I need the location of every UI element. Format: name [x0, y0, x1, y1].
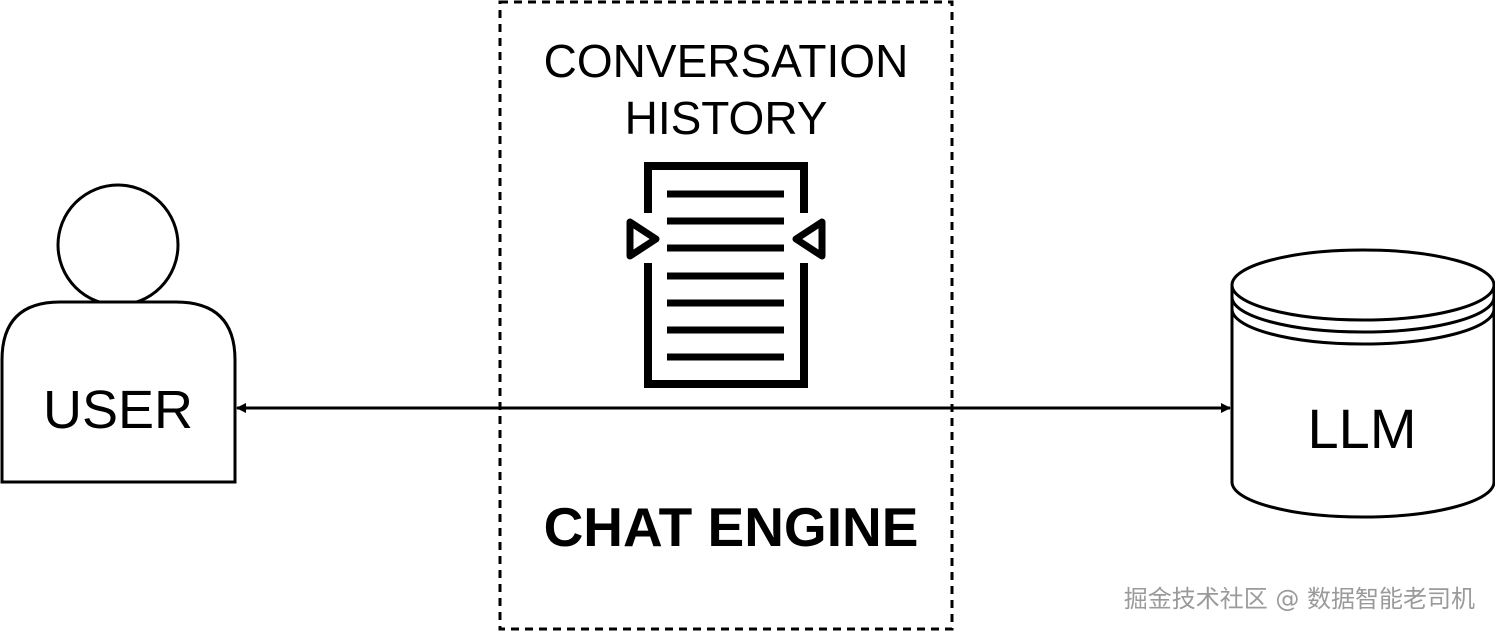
user-label: USER — [43, 380, 193, 440]
llm-cylinder-ring-1 — [1230, 296, 1495, 334]
document-right-marker — [792, 218, 826, 260]
llm-label: LLM — [1308, 397, 1417, 460]
llm-cylinder-ring-2 — [1230, 308, 1495, 346]
database-cylinder-icon — [1230, 248, 1495, 519]
llm-cylinder-body — [1230, 285, 1495, 519]
llm-cylinder-top — [1230, 248, 1495, 322]
user-body — [0, 300, 237, 484]
history-title-line2: HISTORY — [625, 92, 828, 144]
chat-engine-title: CHAT ENGINE — [544, 496, 919, 558]
document-text-lines — [667, 190, 784, 361]
document-left-marker — [626, 218, 660, 260]
history-title-line1: CONVERSATION — [544, 35, 909, 87]
watermark-text: 掘金技术社区 @ 数据智能老司机 — [1124, 585, 1475, 613]
document-icon — [626, 162, 826, 388]
chat-engine-container — [498, 0, 954, 631]
user-shape — [0, 183, 237, 484]
user-head — [56, 183, 180, 307]
